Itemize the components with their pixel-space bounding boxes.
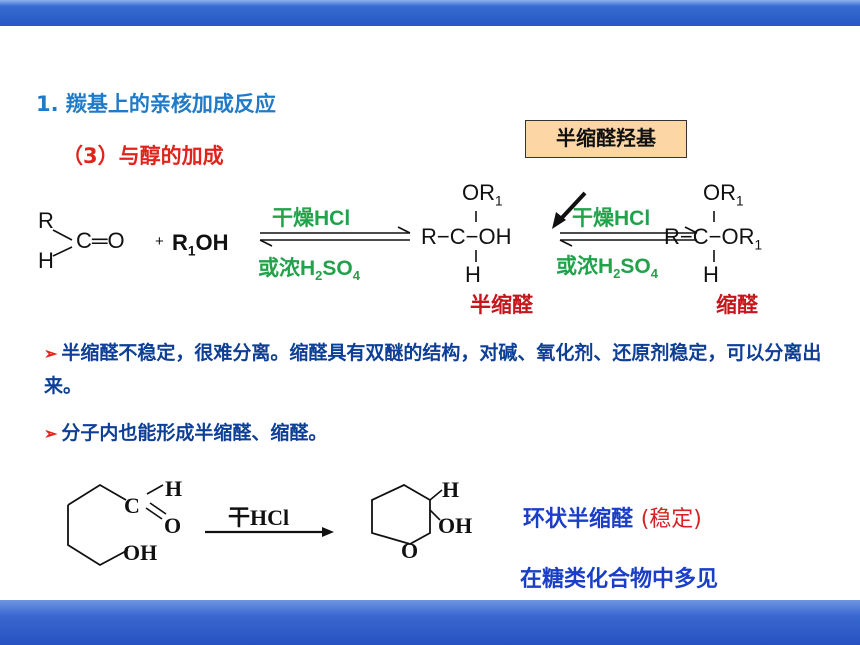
chain-aldehyde-o: O (164, 513, 182, 538)
bullet-1-text: 半缩醛不稳定，很难分离。缩醛具有双醚的结构，对碱、氧化剂、还原剂稳定，可以分离出… (44, 342, 822, 397)
eq1-bottom-head (259, 239, 273, 247)
dry-hcl-label: 干HCl (228, 505, 290, 530)
condition-1-top: 干燥HCl (272, 207, 351, 230)
ring-h: H (442, 477, 460, 502)
callout-pointer-head (552, 212, 566, 229)
chain-ch-bond (146, 484, 164, 495)
bullet-2-text: 分子内也能形成半缩醛、缩醛。 (61, 422, 328, 444)
top-divider (0, 26, 860, 29)
note-stable: (稳定) (640, 507, 702, 532)
alcohol: R1OH (172, 230, 228, 258)
chain-bonds-lower (67, 505, 129, 567)
chain-carbon: C (124, 493, 140, 518)
hemiacetal-core: R−C−OH (421, 224, 512, 249)
aldehyde-carbonyl: C═O (76, 228, 125, 253)
condition-1-bottom: 或浓H2SO4 (258, 257, 361, 284)
chain-co-bond-1 (145, 507, 163, 520)
chain-bonds-upper (67, 483, 127, 506)
slide-heading: 1. 羰基上的亲核加成反应 (36, 92, 276, 116)
acetal-h: H (703, 262, 719, 287)
alcohol-subscript: 1 (187, 243, 196, 259)
hemiacetal-label: 半缩醛 (470, 293, 533, 317)
note-cyclic-hemiacetal: 环状半缩醛 (稳定) (523, 507, 702, 532)
acetal-label: 缩醛 (716, 293, 758, 317)
top-banner-highlight (0, 0, 860, 6)
chain-co-bond-2 (149, 502, 167, 515)
condition-2-bottom: 或浓H2SO4 (556, 255, 659, 282)
ring-ch-bond (429, 489, 443, 501)
eq2-top-head (684, 226, 698, 234)
hemiacetal-or1: OR1 (462, 180, 503, 209)
aldehyde-h: H (38, 248, 54, 273)
hemiacetal-h: H (465, 262, 481, 287)
chain-hydroxyl: OH (123, 540, 158, 565)
hemiacetal-hydroxyl-callout: 半缩醛羟基 (525, 120, 687, 158)
callout-pointer (556, 191, 587, 224)
eq1-top-head (397, 226, 411, 234)
note-sugars: 在糖类化合物中多见 (520, 567, 719, 592)
ring-oxygen: O (401, 538, 419, 563)
acetal-or1-top: OR1 (703, 180, 744, 209)
alcohol-oh: OH (195, 230, 229, 255)
acetal-core: R−C−OR1 (664, 224, 763, 253)
bottom-banner (0, 600, 860, 645)
plus-sign: + (155, 233, 164, 250)
aldehyde-r: R (38, 208, 54, 233)
ring-hydroxyl: OH (438, 513, 473, 538)
ring-bonds (371, 483, 431, 545)
ring-coh-bond (429, 509, 441, 521)
eq2-bottom-head (559, 239, 573, 247)
bullet-arrow-icon: ➢ (44, 424, 58, 443)
bullet-1: ➢半缩醛不稳定，很难分离。缩醛具有双醚的结构，对碱、氧化剂、还原剂稳定，可以分离… (44, 337, 834, 403)
bullet-2: ➢分子内也能形成半缩醛、缩醛。 (44, 417, 834, 450)
aldehyde-r-bond (52, 229, 73, 241)
alcohol-r: R (172, 230, 188, 255)
bullet-arrow-icon: ➢ (44, 344, 58, 363)
condition-2-top: 干燥HCl (572, 207, 651, 230)
slide-subheading: （3）与醇的加成 (62, 144, 224, 168)
cyclization-arrow-head (322, 527, 334, 537)
chain-aldehyde-h: H (165, 476, 183, 501)
aldehyde-h-bond (52, 246, 73, 257)
